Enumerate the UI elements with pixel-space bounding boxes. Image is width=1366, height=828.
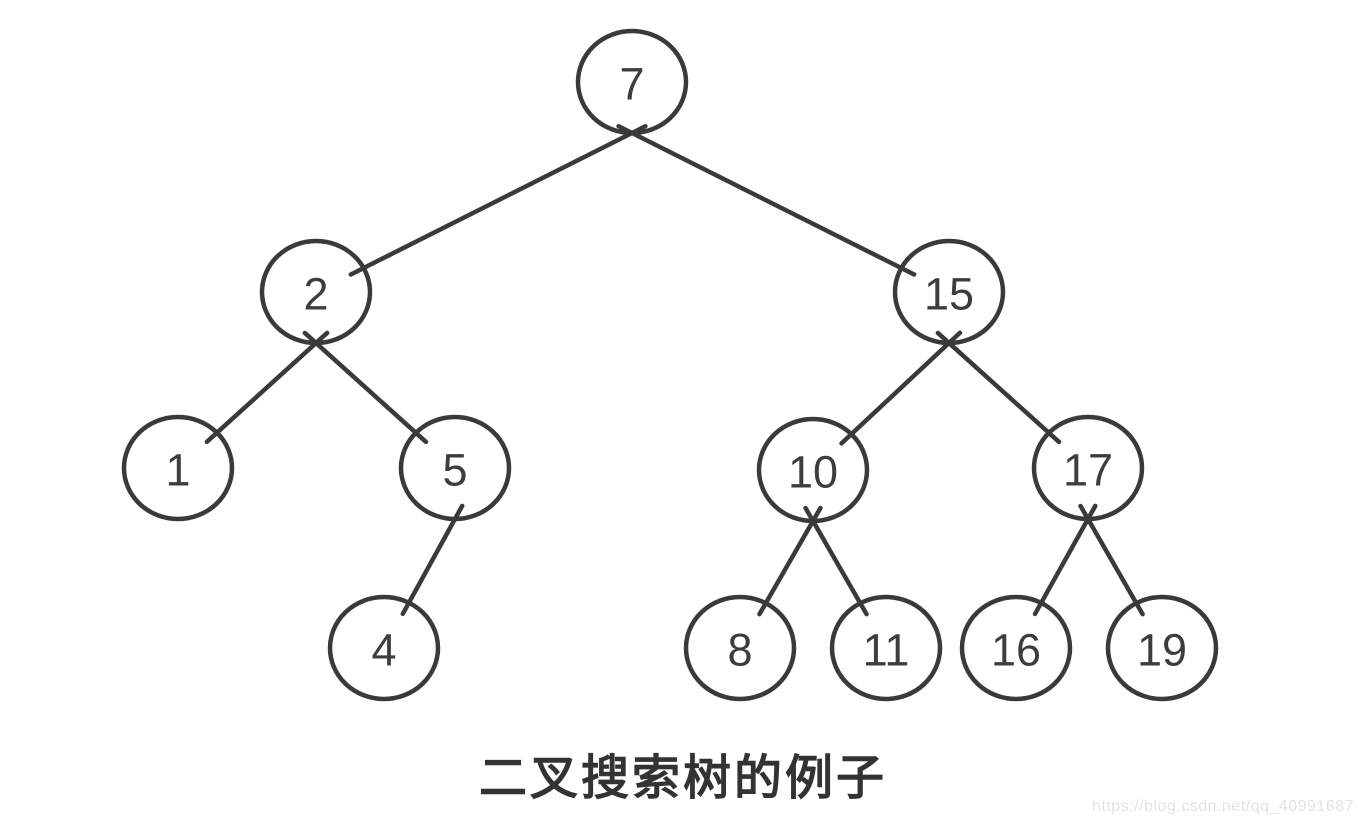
tree-node-label-2: 2 xyxy=(303,269,328,320)
tree-edge-17-16 xyxy=(1032,503,1098,617)
tree-edge-5-4 xyxy=(400,503,465,617)
tree-edge-15-10 xyxy=(839,330,963,446)
tree-node-circle-8 xyxy=(683,594,797,702)
diagram-caption: 二叉搜索树的例子 xyxy=(478,752,887,805)
tree-edge-2-1 xyxy=(204,330,330,445)
tree-node-label-10: 10 xyxy=(788,447,838,498)
tree-node-label-4: 4 xyxy=(371,625,396,676)
tree-node-label-17: 17 xyxy=(1063,445,1113,496)
tree-edge-2-5 xyxy=(302,330,429,445)
tree-edge-17-19 xyxy=(1078,503,1145,617)
tree-node-label-5: 5 xyxy=(442,445,467,496)
tree-node-circle-19 xyxy=(1105,594,1219,702)
tree-edge-7-2 xyxy=(348,124,648,277)
tree-edge-10-8 xyxy=(757,505,823,617)
tree-node-label-16: 16 xyxy=(991,625,1041,676)
tree-node-label-15: 15 xyxy=(924,269,974,320)
watermark-url: https://blog.csdn.net/qq_40991687 xyxy=(1091,798,1354,815)
tree-node-circle-4 xyxy=(327,594,441,702)
tree-node-circle-11 xyxy=(829,594,943,702)
tree-edge-10-11 xyxy=(803,505,869,617)
tree-edge-15-17 xyxy=(935,330,1062,445)
tree-node-label-19: 19 xyxy=(1137,625,1187,676)
tree-node-label-7: 7 xyxy=(619,59,644,110)
tree-edge-7-15 xyxy=(616,124,917,277)
tree-node-label-11: 11 xyxy=(863,625,910,676)
tree-node-label-1: 1 xyxy=(165,445,190,496)
tree-node-label-8: 8 xyxy=(727,625,752,676)
tree-node-circle-16 xyxy=(959,594,1073,702)
